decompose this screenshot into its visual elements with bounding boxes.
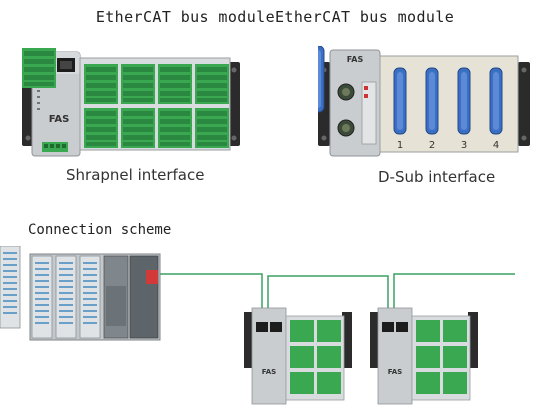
module-logo: FAS: [262, 368, 276, 376]
bus-module-2: FAS: [370, 307, 478, 405]
port-number: 2: [429, 140, 435, 151]
page-title: EtherCAT bus moduleEtherCAT bus module: [95, 8, 455, 26]
m12-connector-icon: [337, 83, 355, 137]
connection-scheme-title: Connection scheme: [28, 222, 172, 238]
module-logo: FAS: [49, 114, 70, 125]
ethercat-cable: [158, 273, 515, 324]
terminal-block-icon: [22, 48, 56, 88]
port-number: 3: [461, 140, 467, 151]
module-logo: FAS: [388, 368, 402, 376]
port-number: 1: [397, 140, 403, 151]
dsub-module-image: FAS 1 2 3 4: [318, 46, 530, 157]
shrapnel-module-image: FAS: [22, 48, 240, 157]
terminal-block-icon: [290, 320, 341, 394]
dsub-module-logo: FAS: [347, 55, 364, 64]
dsub-caption: D-Sub interface: [378, 168, 496, 186]
shrapnel-caption: Shrapnel interface: [66, 166, 205, 184]
bus-module-1: FAS: [244, 307, 352, 405]
port-number: 4: [493, 140, 499, 151]
plc-rack-icon: [0, 246, 161, 341]
dsub-connector-icon: [318, 46, 325, 113]
terminal-block-icon: [416, 320, 467, 394]
connection-diagram: FAS FAS: [0, 246, 515, 405]
